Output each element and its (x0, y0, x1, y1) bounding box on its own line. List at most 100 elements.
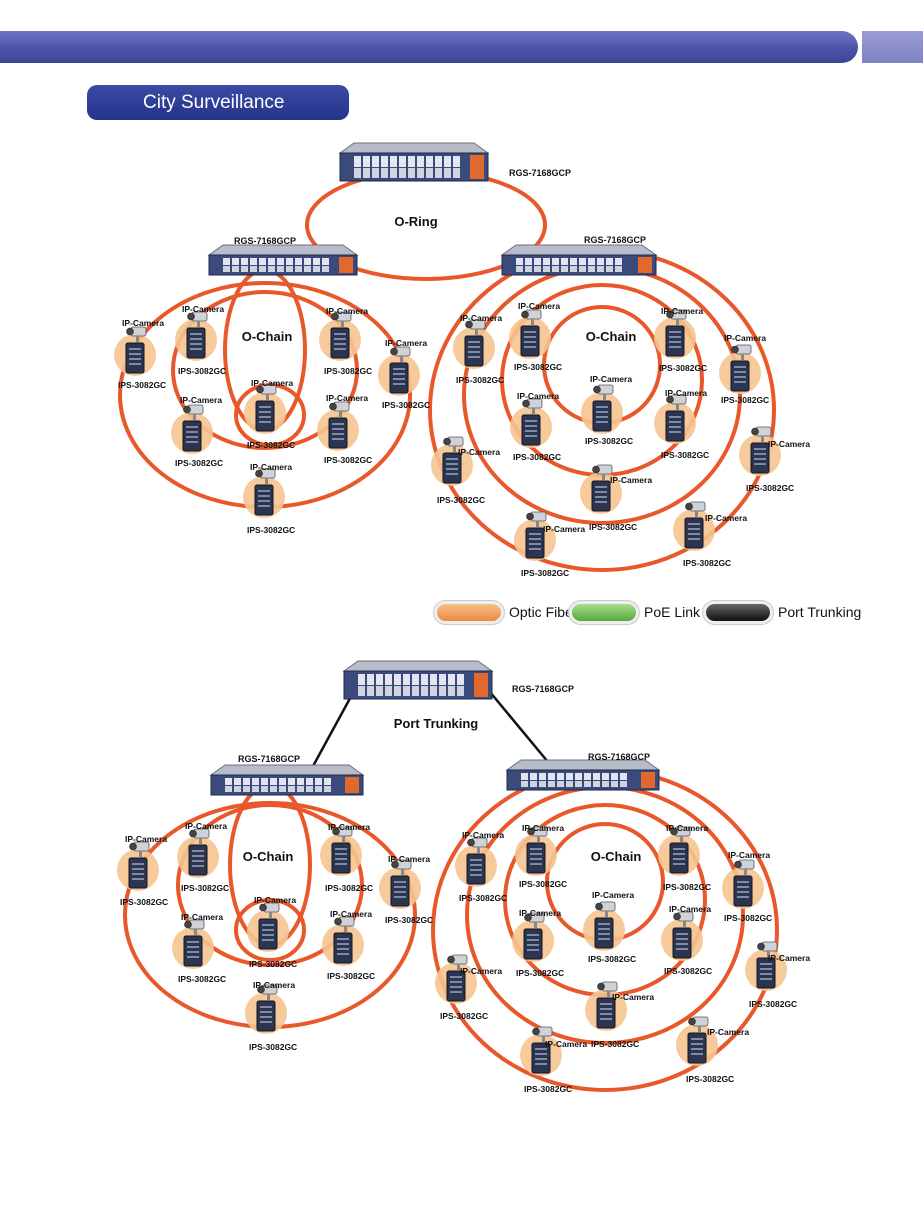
ip-camera-node-fin (688, 528, 700, 530)
camera-mount-icon (605, 911, 608, 917)
right-switch-top-port (570, 258, 577, 265)
ips-switch-label: IPS-3082GC (327, 971, 375, 981)
camera-mount-icon (139, 851, 142, 857)
ip-camera-node-fin (468, 341, 480, 343)
top-left-middle-chain (171, 290, 359, 450)
left-switch-top (207, 244, 359, 276)
ip-camera-node-fin (468, 346, 480, 348)
camera-lens-icon (734, 860, 742, 869)
core-switch-bottom-port (421, 686, 428, 696)
ips-switch-label: IPS-3082GC (683, 558, 731, 568)
left-switch-bottom-port (315, 786, 322, 792)
camera-mount-icon (680, 836, 683, 842)
right-switch-top-port (606, 258, 613, 265)
left-switch-bottom-port (288, 778, 295, 785)
core-switch-bottom-port (439, 674, 446, 685)
legend-swatch-poe-link (572, 603, 636, 621)
ip-camera-node-fin (595, 491, 607, 493)
ips-switch-label: IPS-3082GC (120, 897, 168, 907)
camera-mount-icon (193, 414, 196, 420)
camera-lens-icon (447, 955, 455, 964)
right-switch-top-label: RGS-7168GCP (584, 235, 646, 245)
core-switch-top-port (444, 168, 451, 178)
camera-lens-icon (532, 1027, 540, 1036)
ip-camera-node-fin (673, 853, 685, 855)
right-switch-bottom-port (566, 781, 573, 787)
ip-camera-label: IP-Camera (328, 822, 370, 832)
left-switch-top-port (295, 258, 302, 265)
camera-mount-icon (194, 929, 197, 935)
camera-mount-icon (607, 991, 610, 997)
ip-camera-node (177, 828, 219, 878)
ips-switch-label: IPS-3082GC (324, 455, 372, 465)
ip-camera-node-fin (595, 486, 607, 488)
ip-camera-node (580, 464, 622, 514)
core-switch-bottom-port (394, 674, 401, 685)
ip-camera-node-fin (393, 373, 405, 375)
right-switch-bottom-body (506, 769, 660, 791)
ip-camera-node-fin (525, 420, 537, 422)
ip-camera-node-fin (524, 336, 536, 338)
camera-mount-icon (197, 321, 200, 327)
ip-camera-node-fin (260, 1021, 272, 1023)
camera-mount-icon (136, 336, 139, 342)
ip-camera-node-fin (669, 426, 681, 428)
left-switch-bottom-port (252, 778, 259, 785)
camera-mount-icon (269, 912, 272, 918)
right-switch-top-port (615, 258, 622, 265)
left-switch-top-port (295, 266, 302, 272)
legend-label-poe-link: PoE Link (644, 604, 701, 620)
ip-camera-node-fin (669, 431, 681, 433)
ip-camera-node (319, 311, 361, 361)
ip-camera-node-fin (332, 428, 344, 430)
ip-camera-node-fin (334, 348, 346, 350)
right-switch-top-port (525, 258, 532, 265)
camera-lens-icon (184, 920, 192, 929)
left-switch-top-port (268, 258, 275, 265)
ip-camera-node-fin (527, 944, 539, 946)
camera-mount-icon (744, 869, 747, 875)
left-switch-top-port (286, 258, 293, 265)
right-switch-bottom-port (557, 773, 564, 780)
camera-mount-icon (537, 836, 540, 842)
ip-camera-label: IP-Camera (768, 439, 810, 449)
ips-switch-label: IPS-3082GC (524, 1084, 572, 1094)
ip-camera-label: IP-Camera (665, 388, 707, 398)
ip-camera-node-fin (332, 423, 344, 425)
right-switch-bottom-port (620, 773, 627, 780)
ips-switch-label: IPS-3082GC (513, 452, 561, 462)
ip-camera-node-fin (598, 933, 610, 935)
ip-camera-node-fin (754, 448, 766, 450)
ip-camera-node-fin (259, 416, 271, 418)
ip-camera-node-fin (669, 341, 681, 343)
right-switch-top-port (525, 266, 532, 272)
ip-camera-node-fin (734, 371, 746, 373)
nodes-layer (114, 142, 787, 1076)
camera-mount-icon (695, 511, 698, 517)
camera-lens-icon (592, 465, 600, 474)
ip-camera-label: IP-Camera (253, 980, 295, 990)
core-switch-bottom-port (412, 674, 419, 685)
ip-camera-node-fin (450, 981, 462, 983)
ip-camera-node-fin (691, 1038, 703, 1040)
core-switch-top (338, 142, 490, 182)
ip-camera-label: IP-Camera (326, 393, 368, 403)
ip-camera-node-fin (530, 863, 542, 865)
ips-switch-label: IPS-3082GC (585, 436, 633, 446)
ip-camera-node-fin (258, 495, 270, 497)
camera-lens-icon (187, 312, 195, 321)
core-switch-top-port (354, 156, 361, 167)
ip-camera-node-fin (468, 351, 480, 353)
bottom-right-chain-label: O-Chain (591, 849, 642, 864)
ip-camera-node-fin (669, 336, 681, 338)
left-switch-bottom-port (261, 778, 268, 785)
ips-switch-label: IPS-3082GC (247, 525, 295, 535)
core-switch-top-port (399, 168, 406, 178)
camera-mount-icon (266, 394, 269, 400)
core-switch-bottom-port (394, 686, 401, 696)
ip-camera-node (435, 954, 477, 1004)
left-switch-top-port (223, 266, 230, 272)
ip-camera-label: IP-Camera (705, 513, 747, 523)
